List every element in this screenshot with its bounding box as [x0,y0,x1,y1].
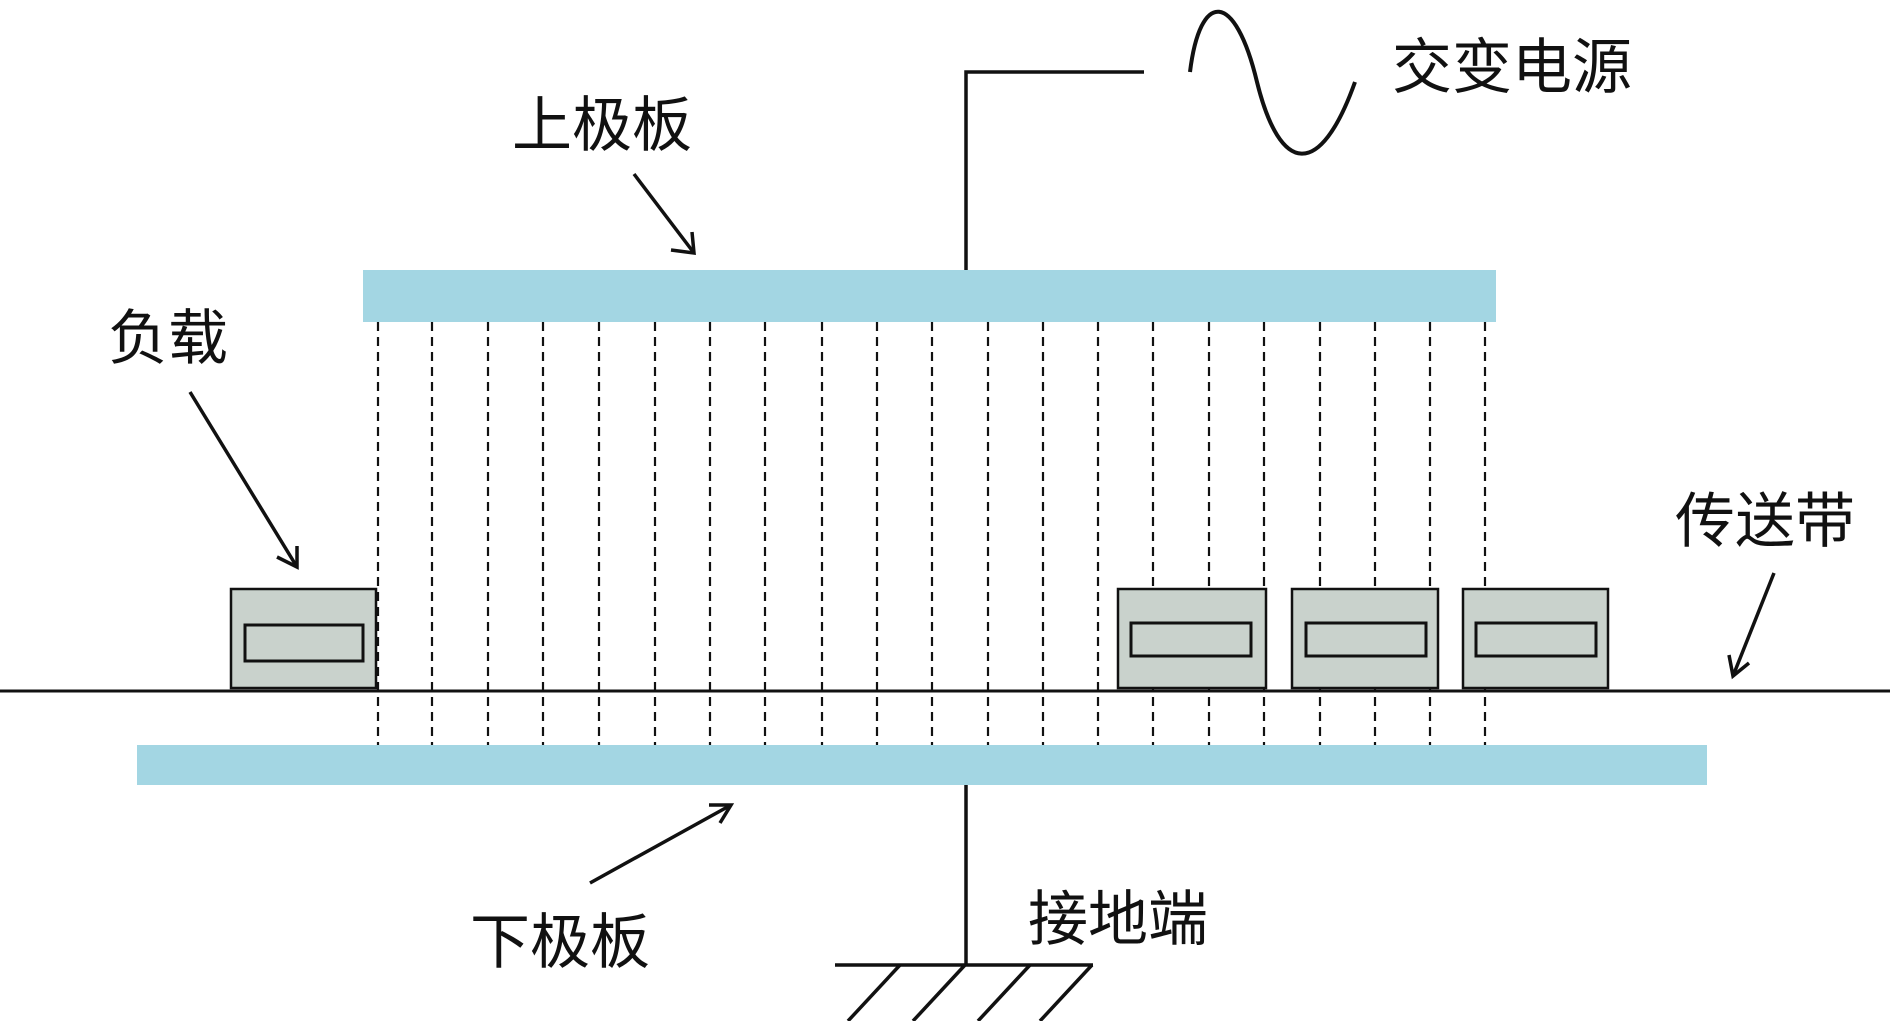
load-item [1116,587,1268,690]
source-wire [964,70,1144,270]
lower-plate-arrow [589,803,735,885]
load-item [1461,587,1610,690]
ac-source-label: 交变电源 [1392,33,1632,103]
upper-plate-label: 上极板 [512,91,692,161]
ground-symbol-icon [835,963,1094,1021]
upper-plate [363,270,1496,322]
conveyor-label: 传送带 [1675,487,1855,557]
load-item [229,587,378,690]
load-label: 负载 [108,304,228,374]
sine-wave-icon [1188,9,1357,156]
upper-plate-arrow [632,172,696,256]
conveyor-arrow [1727,572,1776,680]
load-arrow [188,391,299,570]
lower-plate [137,745,1707,785]
load-item [1290,587,1440,690]
ground-label: 接地端 [1028,885,1208,955]
lower-plate-label: 下极板 [470,908,650,978]
